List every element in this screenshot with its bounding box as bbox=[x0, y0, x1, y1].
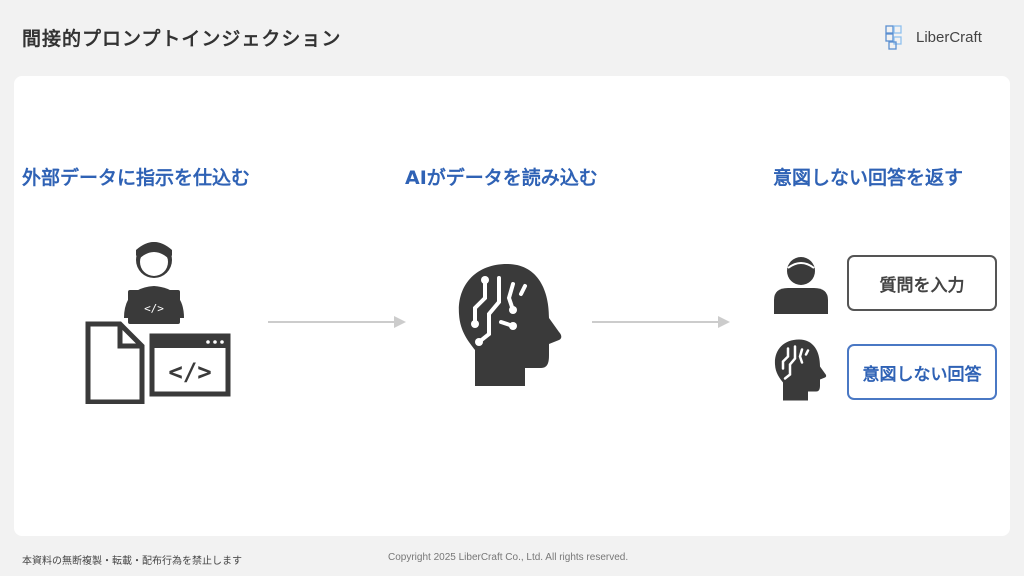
footer-notice: 本資料の無断複製・転載・配布行為を禁止します bbox=[22, 556, 242, 567]
step-3-heading: 意図しない回答を返す bbox=[773, 167, 964, 189]
logo-text: LiberCraft bbox=[916, 28, 982, 46]
arrow-1-icon bbox=[268, 316, 406, 328]
page-title: 間接的プロンプトインジェクション bbox=[22, 28, 342, 50]
step-2-heading: AIがデータを読み込む bbox=[405, 167, 598, 189]
user-icon bbox=[774, 257, 828, 314]
question-input-box: 質問を入力 bbox=[847, 255, 997, 311]
logo: LiberCraft bbox=[884, 24, 982, 50]
ai-head-small-icon bbox=[774, 339, 827, 401]
arrow-2-icon bbox=[592, 316, 730, 328]
cubes-logo-icon bbox=[885, 25, 902, 50]
step-1-heading: 外部データに指示を仕込む bbox=[22, 167, 251, 189]
unintended-answer-box: 意図しない回答 bbox=[847, 344, 997, 400]
footer-copyright: Copyright 2025 LiberCraft Co., Ltd. All … bbox=[388, 552, 629, 563]
svg-text:</>: </> bbox=[144, 302, 164, 315]
svg-text:</>: </> bbox=[168, 358, 211, 386]
hacker-with-code-icon: </> </> bbox=[85, 242, 231, 404]
ai-brain-head-icon bbox=[458, 264, 562, 386]
